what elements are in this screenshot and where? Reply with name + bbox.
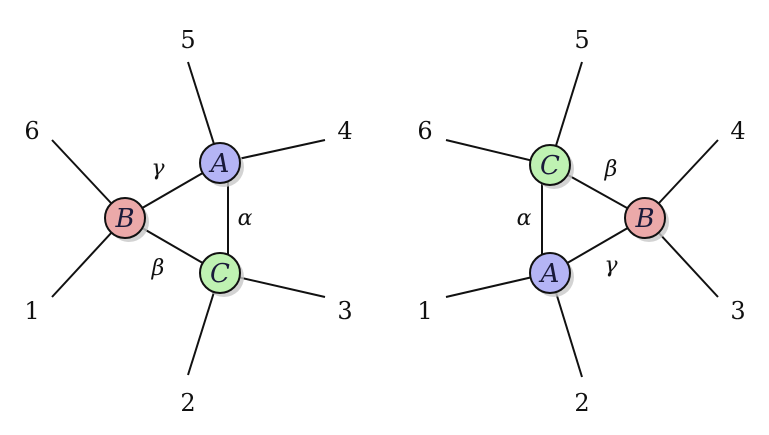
right-leg-label-1: 1 <box>417 297 432 325</box>
left-leg-label-4: 4 <box>337 117 352 145</box>
node-label-B: B <box>634 204 654 234</box>
left-node-A: A <box>199 142 244 187</box>
right-leg-label-2: 2 <box>574 389 589 417</box>
right-diagram: C B A α β γ 6 5 4 3 1 2 <box>417 26 745 417</box>
node-label-C: C <box>540 151 560 181</box>
right-label-alpha: α <box>517 206 532 231</box>
left-leg-label-3: 3 <box>337 297 352 325</box>
node-label-B: B <box>114 204 134 234</box>
right-node-A: A <box>529 252 574 297</box>
right-leg-label-4: 4 <box>730 117 745 145</box>
node-label-C: C <box>210 259 230 289</box>
right-leg-label-6: 6 <box>417 117 432 145</box>
left-leg-label-1: 1 <box>24 297 39 325</box>
node-circle-B <box>624 197 666 239</box>
left-label-beta: β <box>151 256 165 281</box>
left-node-B: B <box>104 197 149 242</box>
left-leg-label-2: 2 <box>180 389 195 417</box>
left-diagram: A B C α β γ 6 1 5 4 2 3 <box>24 26 352 417</box>
left-label-alpha: α <box>238 206 253 231</box>
right-node-B: B <box>624 197 669 242</box>
left-label-gamma: γ <box>151 156 165 181</box>
left-leg-label-5: 5 <box>180 26 195 54</box>
left-node-C: C <box>199 252 244 297</box>
right-leg-label-3: 3 <box>730 297 745 325</box>
node-circle-C <box>529 144 571 186</box>
right-leg-label-5: 5 <box>574 26 589 54</box>
node-label-A: A <box>539 259 560 289</box>
node-circle-B <box>104 197 146 239</box>
node-circle-A <box>199 142 241 184</box>
left-leg-label-6: 6 <box>24 117 39 145</box>
node-circle-C <box>199 252 241 294</box>
node-circle-A <box>529 252 571 294</box>
right-node-C: C <box>529 144 574 189</box>
right-label-gamma: γ <box>604 253 618 278</box>
right-label-beta: β <box>604 157 618 182</box>
node-label-A: A <box>209 149 230 179</box>
